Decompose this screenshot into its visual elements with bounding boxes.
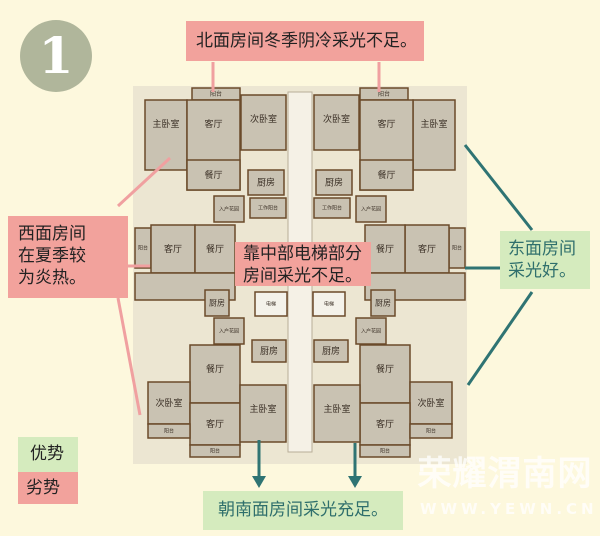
second-bedroom-room bbox=[313, 94, 360, 151]
dining-room-label: 餐厅 bbox=[376, 243, 394, 255]
second-bedroom-label: 次卧室 bbox=[323, 113, 350, 125]
south-callout: 朝南面房间采光充足。 bbox=[203, 491, 403, 530]
kitchen-label: 厨房 bbox=[257, 177, 275, 189]
balcony-label: 阳台 bbox=[380, 448, 390, 455]
entry-garden-label: 入户花园 bbox=[219, 328, 239, 335]
balcony-label: 阳台 bbox=[426, 428, 436, 435]
living-room-label: 客厅 bbox=[418, 243, 436, 255]
arrow-head-right bbox=[348, 476, 362, 488]
kitchen-room bbox=[315, 169, 353, 196]
dining-room-label: 餐厅 bbox=[206, 363, 224, 375]
work-balcony-label: 工作阳台 bbox=[258, 205, 278, 212]
arrow-head-left bbox=[252, 476, 266, 488]
living-room-label: 客厅 bbox=[206, 418, 224, 430]
living-room-room bbox=[150, 224, 196, 274]
entry-garden-room bbox=[213, 195, 245, 223]
center-callout-line: 房间采光不足。 bbox=[243, 266, 362, 286]
master-bedroom-room bbox=[313, 384, 361, 443]
second-bedroom-label: 次卧室 bbox=[155, 397, 182, 409]
west-callout-line: 西面房间 bbox=[18, 224, 86, 244]
north-callout: 北面房间冬季阴冷采光不足。 bbox=[186, 21, 424, 61]
east-line-top bbox=[463, 144, 534, 231]
center-callout-line: 靠中部电梯部分 bbox=[243, 244, 362, 264]
dining-room-label: 餐厅 bbox=[206, 243, 224, 255]
dining-room-label: 餐厅 bbox=[377, 169, 395, 181]
master-bedroom-label: 主卧室 bbox=[249, 403, 276, 415]
kitchen-label: 厨房 bbox=[209, 298, 225, 308]
entry-garden-label: 入户花园 bbox=[219, 206, 239, 213]
kitchen-label: 厨房 bbox=[260, 345, 278, 357]
second-bedroom-room bbox=[409, 381, 453, 425]
master-bedroom-label: 主卧室 bbox=[420, 118, 447, 130]
living-room-label: 客厅 bbox=[376, 418, 394, 430]
east-line-bottom bbox=[466, 291, 534, 386]
east-callout: 东面房间 采光好。 bbox=[500, 231, 590, 289]
balcony-room bbox=[147, 423, 191, 439]
west-line-bottom bbox=[116, 297, 142, 416]
elevator-label: 电梯 bbox=[266, 301, 276, 308]
dining-room-label: 餐厅 bbox=[204, 169, 222, 181]
living-room-room bbox=[404, 224, 450, 274]
balcony-label: 阳台 bbox=[138, 245, 148, 252]
west-callout-line: 为炎热。 bbox=[18, 268, 86, 288]
east-callout-line: 东面房间 bbox=[508, 239, 576, 259]
living-room-label: 客厅 bbox=[164, 243, 182, 255]
dining-room-room bbox=[359, 159, 414, 191]
kitchen-label: 厨房 bbox=[322, 345, 340, 357]
balcony-label: 阳台 bbox=[452, 245, 462, 252]
watermark-name: 荣耀渭南网 bbox=[417, 454, 593, 494]
center-callout: 靠中部电梯部分 房间采光不足。 bbox=[235, 242, 371, 286]
west-line-top bbox=[116, 156, 172, 208]
entry-garden-room bbox=[355, 317, 387, 345]
work-balcony-room bbox=[313, 197, 351, 219]
master-bedroom-label: 主卧室 bbox=[323, 403, 350, 415]
entry-garden-room bbox=[213, 317, 245, 345]
balcony-label: 阳台 bbox=[164, 428, 174, 435]
second-bedroom-label: 次卧室 bbox=[417, 397, 444, 409]
number-badge: 1 bbox=[20, 20, 92, 92]
dining-room-room bbox=[186, 159, 241, 191]
master-bedroom-room bbox=[412, 99, 456, 171]
work-balcony-room bbox=[249, 197, 287, 219]
balcony-label: 阳台 bbox=[378, 90, 390, 98]
entry-garden-label: 入户花园 bbox=[361, 206, 381, 213]
kitchen-label: 厨房 bbox=[375, 298, 391, 308]
dining-room-room bbox=[364, 224, 406, 274]
elevator-room bbox=[312, 291, 346, 317]
kitchen-label: 厨房 bbox=[325, 177, 343, 189]
balcony-room bbox=[409, 423, 453, 439]
living-room-label: 客厅 bbox=[204, 118, 222, 130]
living-room-label: 客厅 bbox=[377, 118, 395, 130]
elevator-label: 电梯 bbox=[324, 301, 334, 308]
entry-garden-room bbox=[355, 195, 387, 223]
master-bedroom-room bbox=[144, 99, 188, 171]
east-callout-line: 采光好。 bbox=[508, 261, 576, 281]
master-bedroom-label: 主卧室 bbox=[152, 118, 179, 130]
kitchen-room bbox=[204, 289, 230, 317]
entry-garden-label: 入户花园 bbox=[361, 328, 381, 335]
legend-advantage: 优势 bbox=[18, 437, 78, 472]
kitchen-room bbox=[313, 339, 349, 363]
second-bedroom-label: 次卧室 bbox=[250, 113, 277, 125]
west-callout-line: 在夏季较 bbox=[18, 246, 86, 266]
work-balcony-label: 工作阳台 bbox=[322, 205, 342, 212]
kitchen-room bbox=[247, 169, 285, 196]
west-callout: 西面房间 在夏季较 为炎热。 bbox=[8, 216, 128, 298]
watermark-url: WWW.YEWN.CN bbox=[420, 500, 598, 518]
master-bedroom-room bbox=[239, 384, 287, 443]
dining-room-room bbox=[359, 344, 411, 404]
balcony-label: 阳台 bbox=[210, 90, 222, 98]
dining-room-label: 餐厅 bbox=[376, 363, 394, 375]
kitchen-room bbox=[370, 289, 396, 317]
balcony-label: 阳台 bbox=[210, 448, 220, 455]
elevator-room bbox=[254, 291, 288, 317]
balcony-room bbox=[359, 444, 411, 458]
legend-disadvantage: 劣势 bbox=[18, 472, 78, 504]
balcony-room bbox=[189, 444, 241, 458]
kitchen-room bbox=[251, 339, 287, 363]
second-bedroom-room bbox=[240, 94, 287, 151]
